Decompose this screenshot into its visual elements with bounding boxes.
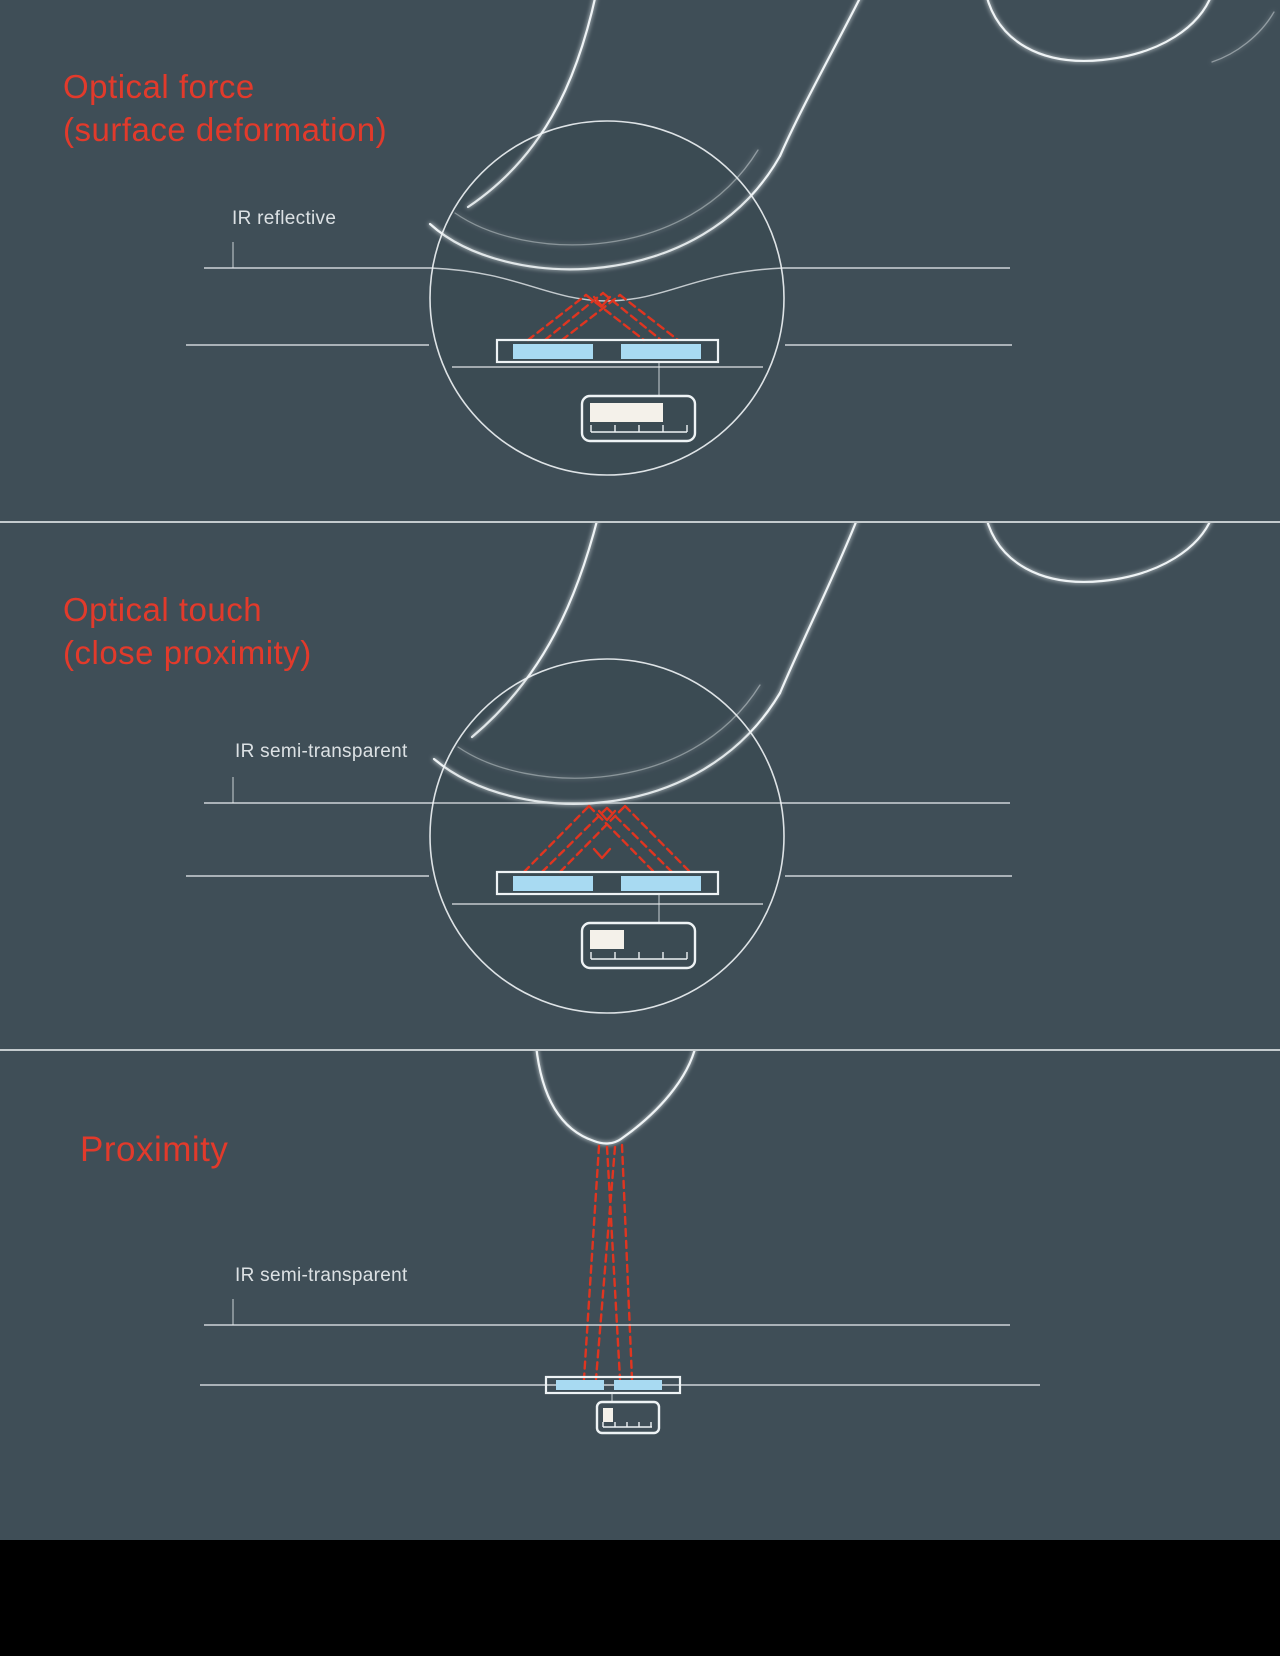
layer-label-ir-semi-transparent: IR semi-transparent xyxy=(235,741,408,762)
magnifier-circle xyxy=(429,658,785,1014)
signal-level-bar xyxy=(590,403,663,422)
layer-label-ir-semi-transparent: IR semi-transparent xyxy=(235,1265,408,1286)
ray-arrowhead xyxy=(592,295,612,308)
panel-divider xyxy=(0,521,1280,523)
sensor-plane-line xyxy=(186,344,1012,368)
signal-gauge xyxy=(580,921,697,970)
ir-layer-line xyxy=(204,1299,1010,1326)
title-line-1: Optical touch xyxy=(63,591,263,628)
title-line-2: (close proximity) xyxy=(63,633,312,671)
ir-layer-line xyxy=(204,777,1010,804)
second-fingertip-outline xyxy=(986,0,1275,63)
finger-outline xyxy=(432,523,857,805)
panel-optical-force: Optical force (surface deformation) IR r… xyxy=(0,0,1280,522)
ir-rays xyxy=(526,291,680,342)
signal-level-bar xyxy=(603,1408,613,1422)
optical-sensor-bar xyxy=(495,870,720,896)
panel-title-proximity: Proximity xyxy=(80,1127,228,1173)
finger-outline xyxy=(428,0,861,271)
optical-sensor-bar xyxy=(544,1375,682,1395)
ray-arrowhead xyxy=(592,847,612,860)
optical-touch-drawing xyxy=(186,523,1211,1014)
layer-label-ir-reflective: IR reflective xyxy=(232,208,337,229)
panel-title-optical-touch: Optical touch (close proximity) xyxy=(63,589,312,675)
proximity-drawing xyxy=(200,1051,1040,1435)
magnifier-circle xyxy=(429,120,785,476)
panel-title-optical-force: Optical force (surface deformation) xyxy=(63,66,387,152)
ir-rays xyxy=(582,1143,634,1381)
panel-divider xyxy=(0,1049,1280,1051)
second-fingertip-outline xyxy=(986,523,1211,583)
ir-rays xyxy=(522,804,692,874)
sensor-plane-line xyxy=(186,875,1012,905)
panel-proximity: Proximity IR semi-transparent xyxy=(0,1051,1280,1656)
optical-sensor-bar xyxy=(495,338,720,364)
panel-optical-touch: Optical touch (close proximity) IR semi-… xyxy=(0,523,1280,1050)
title-line-1: Optical force xyxy=(63,68,255,105)
title-line-1: Proximity xyxy=(80,1130,229,1169)
finger-outline xyxy=(535,1051,696,1145)
title-line-2: (surface deformation) xyxy=(63,110,388,148)
signal-gauge xyxy=(580,394,697,443)
letterbox-bar xyxy=(0,1540,1280,1656)
ray-arrowhead xyxy=(597,809,617,822)
signal-level-bar xyxy=(590,930,624,949)
optical-force-drawing xyxy=(186,0,1275,476)
signal-gauge xyxy=(595,1400,661,1435)
